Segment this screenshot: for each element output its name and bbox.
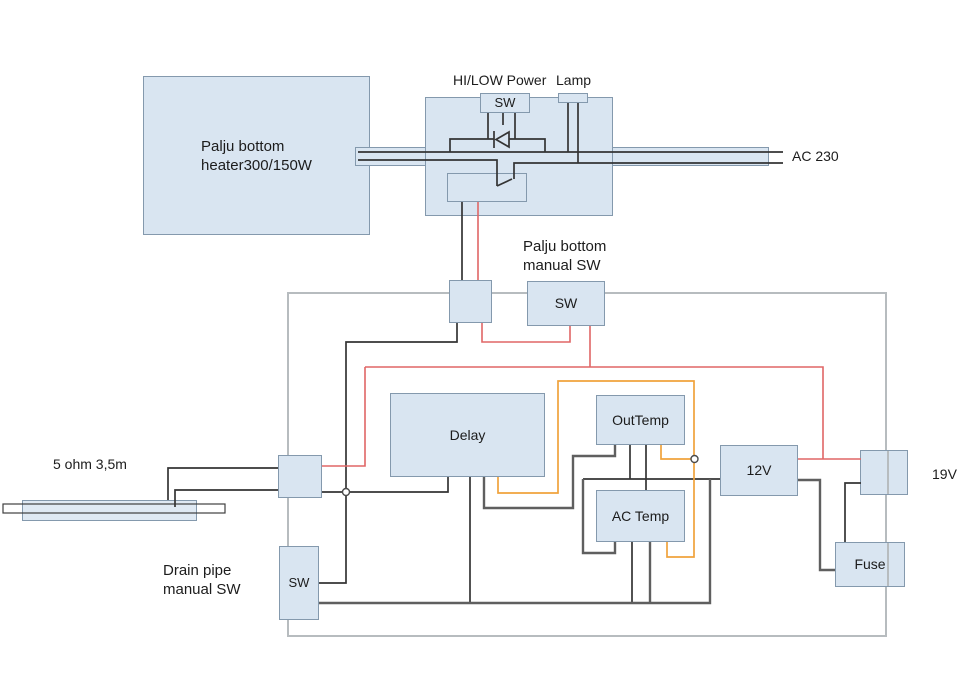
fuse-box: Fuse <box>835 542 905 587</box>
lamp-label: Lamp <box>556 72 592 88</box>
hilow-sw-box: SW <box>480 93 530 113</box>
resistance-label: 5 ohm 3,5m <box>53 456 127 472</box>
drain-sw-box: SW <box>279 546 319 620</box>
heater-label: Palju bottom heater300/150W <box>201 137 312 174</box>
palju-manual-sw-label: SW <box>554 295 578 312</box>
actemp-box: AC Temp <box>596 490 685 542</box>
heating-element-bar <box>22 500 197 521</box>
hilow-power-label: HI/LOW Power <box>453 72 547 88</box>
heater-connector-box <box>449 280 492 323</box>
heater-box: Palju bottom heater300/150W <box>143 76 370 235</box>
delay-box: Delay <box>390 393 545 477</box>
wire-element-1 <box>167 467 278 500</box>
palju-manual-sw-box: SW <box>527 281 605 326</box>
heater-cable <box>355 147 432 166</box>
ac230-label: AC 230 <box>792 148 839 164</box>
v12-label: 12V <box>746 462 772 479</box>
v12-box: 12V <box>720 445 798 496</box>
drain-caption: Drain pipe manual SW <box>163 562 241 598</box>
drain-connector-box <box>278 455 322 498</box>
v19-label: 19V <box>932 466 957 482</box>
relay-box <box>447 173 527 202</box>
ac-cable <box>600 147 769 166</box>
lamp-shape <box>558 93 588 103</box>
delay-label: Delay <box>449 426 486 443</box>
outtemp-box: OutTemp <box>596 395 685 445</box>
actemp-label: AC Temp <box>611 507 670 524</box>
palju-manual-sw-caption: Palju bottom manual SW <box>523 238 607 274</box>
fuse-label: Fuse <box>854 556 886 573</box>
v19-connector-box <box>860 450 908 495</box>
hilow-sw-label: SW <box>494 94 516 110</box>
outtemp-label: OutTemp <box>612 411 669 428</box>
drain-sw-label: SW <box>288 574 310 590</box>
